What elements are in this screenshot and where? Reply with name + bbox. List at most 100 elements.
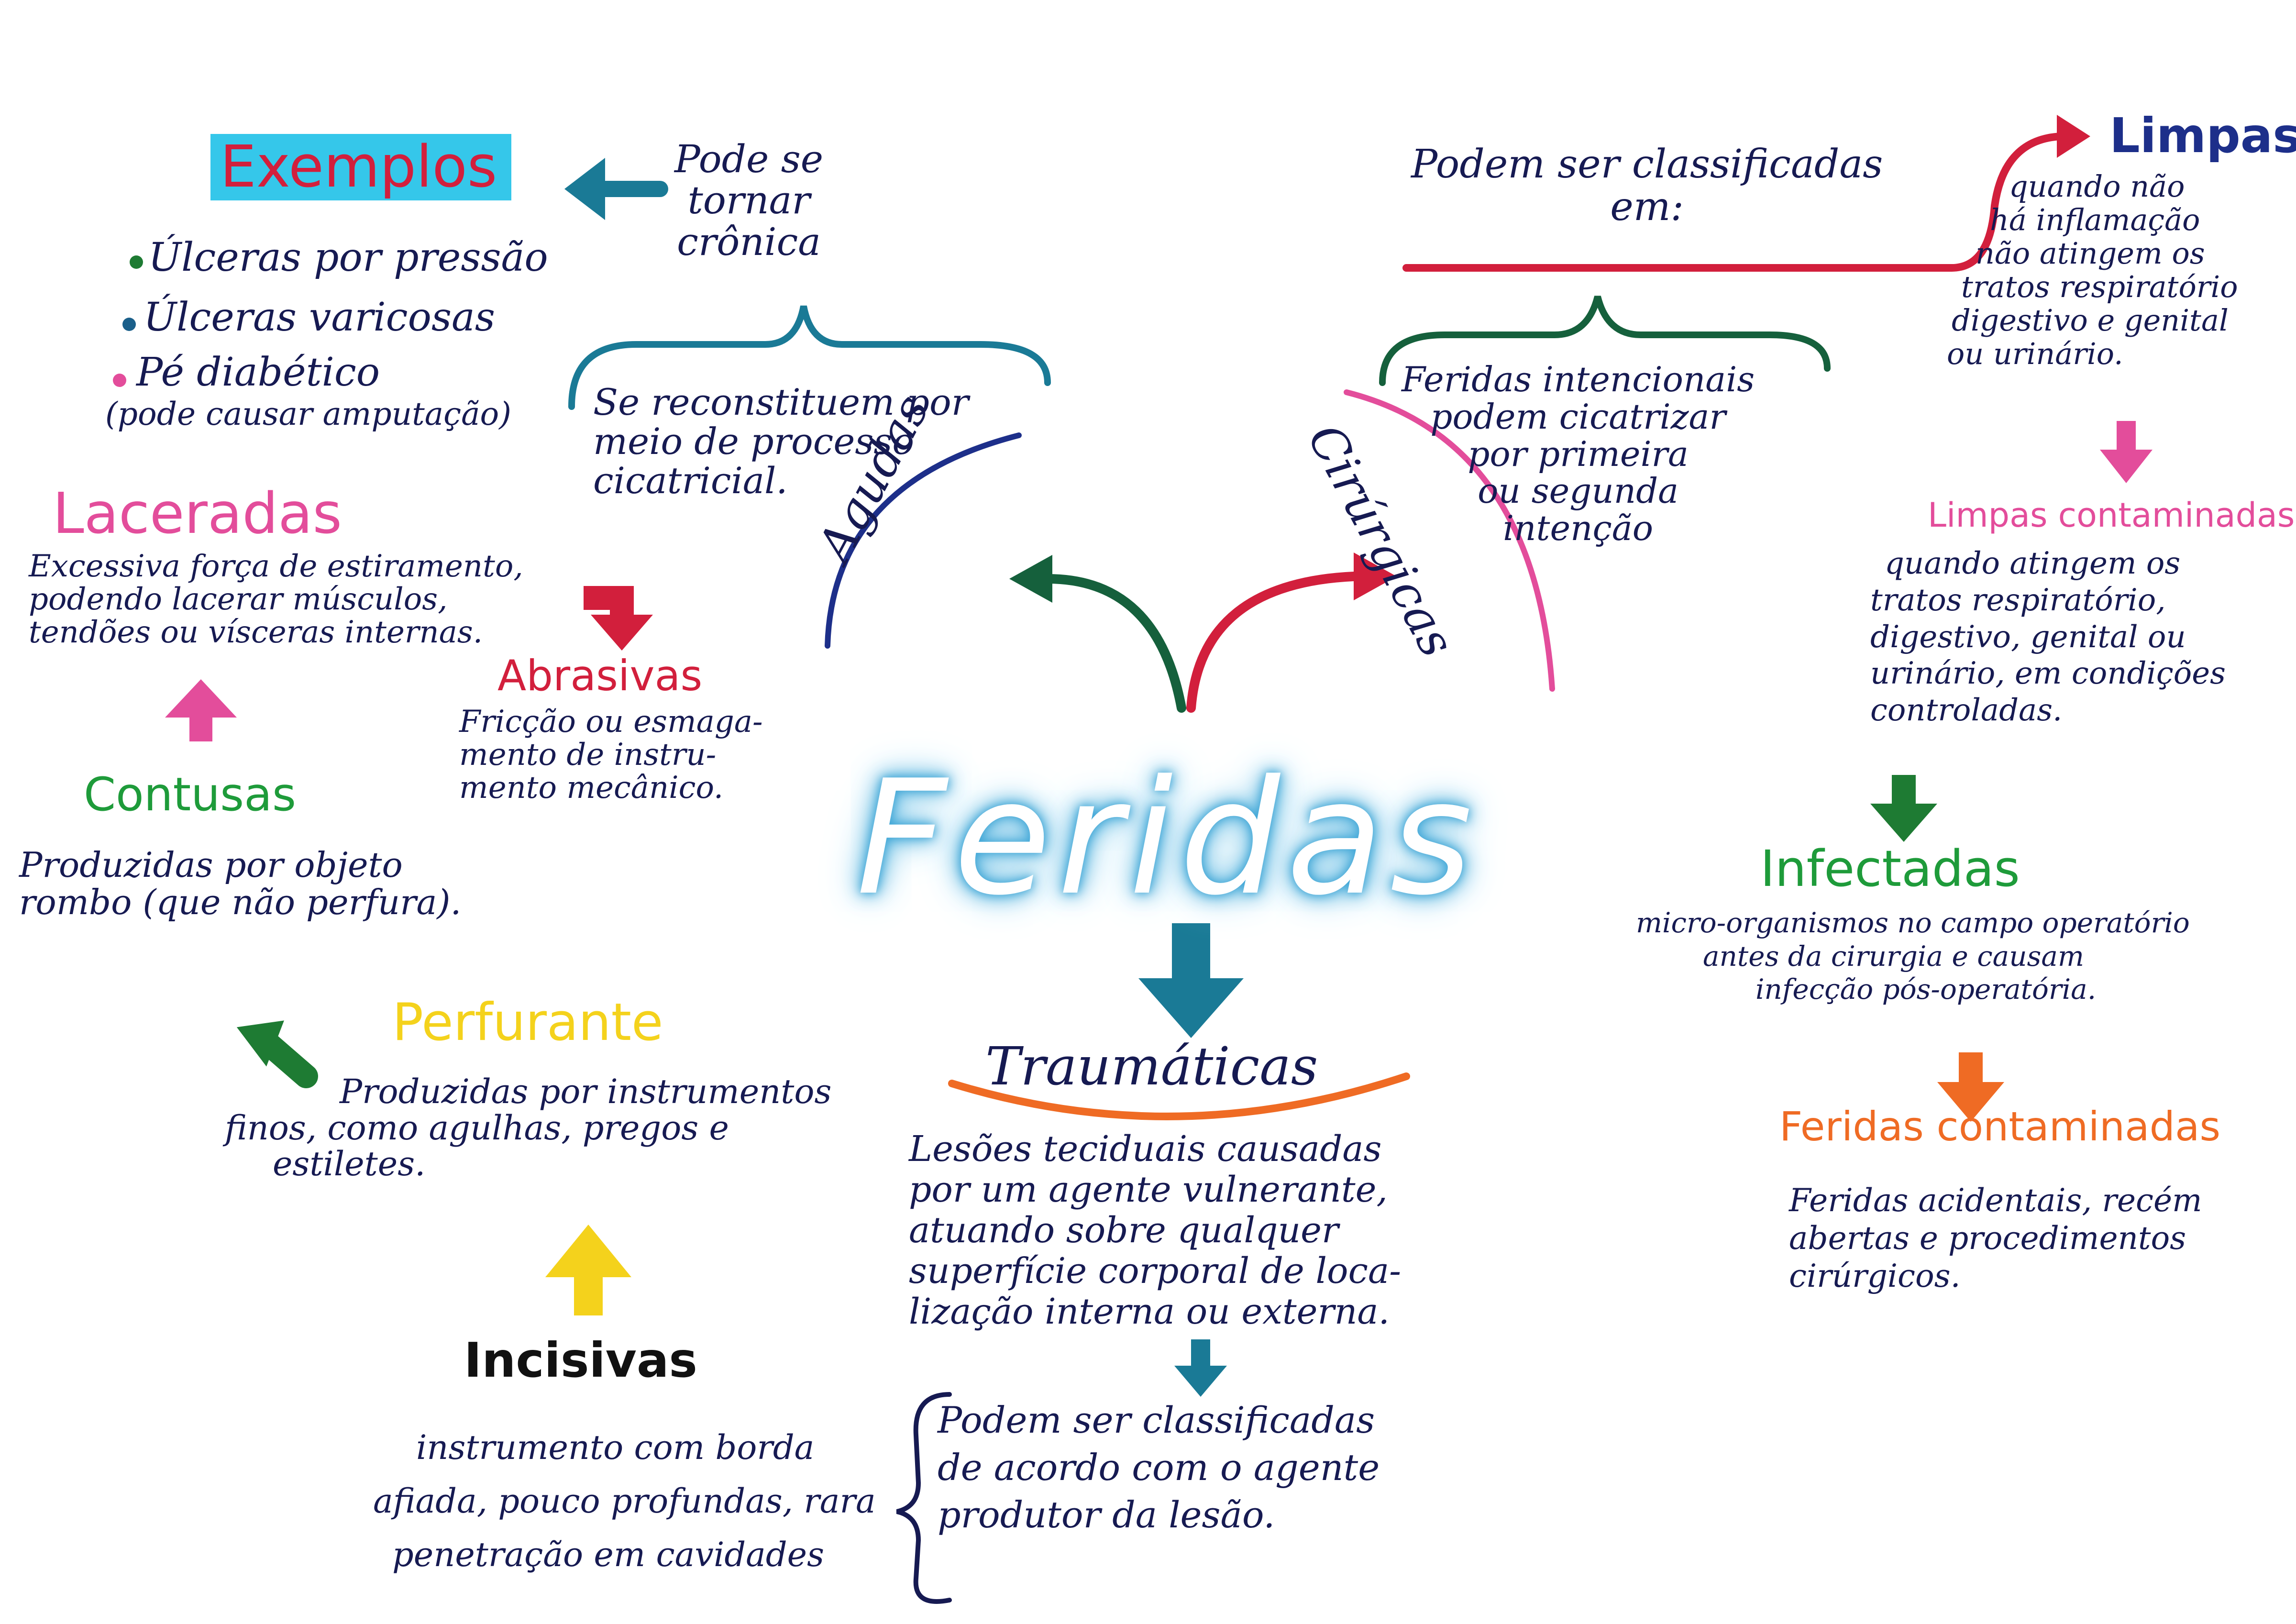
incisivas-desc-line-1: instrumento com borda xyxy=(416,1428,815,1467)
classificacao-desc-line-2: de acordo com o agente xyxy=(938,1446,1380,1489)
cirurgicas-brace xyxy=(1379,296,1831,386)
abrasivas-description: Fricção ou esmaga- mento de instru- ment… xyxy=(459,704,763,806)
arrow-to-exemplos xyxy=(564,158,668,220)
arrow-to-abrasivas xyxy=(584,586,653,651)
abrasivas-desc-line-2: mento de instru- xyxy=(459,737,717,773)
traumaticas-title: Traumáticas xyxy=(985,1036,1318,1097)
traumaticas-description: Lesões teciduais causadas por um agente … xyxy=(909,1128,1402,1333)
arrow-to-infectadas xyxy=(1870,775,1937,842)
abrasivas-title: Abrasivas xyxy=(497,651,703,700)
abrasivas-desc-line-1: Fricção ou esmaga- xyxy=(459,704,763,740)
cronica-note: Pode se tornar crônica xyxy=(674,137,824,264)
branch-arrow-agudas xyxy=(1009,555,1186,713)
limpas-desc-line-4: tratos respiratório xyxy=(1961,269,2238,305)
arrow-to-limpas xyxy=(1402,115,2090,272)
arrow-to-traumaticas xyxy=(1138,923,1244,1038)
cronica-line-3: crônica xyxy=(677,219,821,264)
classificacao-note: Podem ser classificadas em: xyxy=(1411,142,1883,230)
perfurante-description: Produzidas por instrumentos finos, como … xyxy=(225,1073,831,1184)
perfurante-title: Perfurante xyxy=(392,993,663,1052)
contaminadas-desc-line-2: abertas e procedimentos xyxy=(1789,1220,2186,1257)
limpas-contaminadas-desc-line-5: controladas. xyxy=(1870,693,2063,729)
agudas-brace xyxy=(568,305,1051,410)
infectadas-title: Infectadas xyxy=(1760,840,2020,898)
agudas-desc-line-3: cicatricial. xyxy=(593,459,788,502)
infectadas-description: micro-organismos no campo operatório ant… xyxy=(1636,906,2190,1006)
limpas-title: Limpas xyxy=(2109,108,2296,164)
agudas-description: Se reconstituem por meio de processo cic… xyxy=(593,382,969,502)
incisivas-desc-line-3: penetração em cavidades xyxy=(392,1535,825,1574)
limpas-desc-line-1: quando não xyxy=(2009,169,2185,204)
limpas-desc-line-3: não atingem os xyxy=(1976,236,2205,271)
traumaticas-desc-line-1: Lesões teciduais causadas xyxy=(909,1128,1382,1170)
agudas-curve xyxy=(825,432,1022,649)
perfurante-desc-line-3: estiletes. xyxy=(273,1144,426,1184)
laceradas-description: Excessiva força de estiramento, podendo … xyxy=(29,550,523,649)
traumaticas-desc-line-3: atuando sobre qualquer xyxy=(909,1210,1339,1251)
laceradas-desc-line-1: Excessiva força de estiramento, xyxy=(29,549,523,584)
limpas-contaminadas-desc-line-2: tratos respiratório, xyxy=(1870,582,2166,618)
exemplos-title-text: Exemplos xyxy=(210,134,512,200)
contaminadas-desc-line-3: cirúrgicos. xyxy=(1789,1258,1961,1295)
traumaticas-desc-line-4: superfície corporal de loca- xyxy=(909,1250,1402,1292)
limpas-desc-line-5: digestivo e genital xyxy=(1952,303,2229,338)
incisivas-desc-line-2: afiada, pouco profundas, rara xyxy=(373,1481,876,1521)
cirurgicas-desc-line-4: ou segunda xyxy=(1478,471,1679,511)
limpas-contaminadas-desc-line-1: quando atingem os xyxy=(1885,546,2181,581)
exemplos-title: Exemplos xyxy=(210,134,512,200)
contaminadas-description: Feridas acidentais, recém abertas e proc… xyxy=(1789,1182,2202,1295)
contusas-description: Produzidas por objeto rombo (que não per… xyxy=(19,845,462,922)
contusas-desc-line-2: rombo (que não perfura). xyxy=(19,882,462,922)
branch-arrow-cirurgicas xyxy=(1186,552,1397,713)
classificacao-note-line-2: em: xyxy=(1610,184,1684,230)
limpas-desc-line-2: há inflamação xyxy=(1990,202,2200,238)
limpas-contaminadas-title: Limpas contaminadas xyxy=(1928,496,2295,535)
central-title: Feridas xyxy=(856,746,1479,930)
infectadas-desc-line-3: infecção pós-operatória. xyxy=(1755,973,2097,1006)
classificacao-desc-line-1: Podem ser classificadas xyxy=(938,1399,1375,1441)
traumaticas-desc-line-5: lização interna ou externa. xyxy=(909,1291,1390,1333)
incisivas-title: Incisivas xyxy=(464,1332,697,1388)
laceradas-desc-line-2: podendo lacerar músculos, xyxy=(29,582,448,618)
cronica-line-1: Pode se xyxy=(674,137,824,181)
infectadas-desc-line-2: antes da cirurgia e causam xyxy=(1703,939,2084,972)
contusas-title: Contusas xyxy=(84,768,296,821)
cirurgicas-desc-line-3: por primeira xyxy=(1468,433,1689,474)
agudas-desc-line-2: meio de processo xyxy=(593,420,915,463)
infectadas-desc-line-1: micro-organismos no campo operatório xyxy=(1636,906,2190,939)
bullet-dot-3 xyxy=(113,374,126,387)
arrow-limpas-to-limpas-contaminadas xyxy=(2100,421,2152,483)
cronica-line-2: tornar xyxy=(687,178,810,223)
laceradas-desc-line-3: tendões ou vísceras internas. xyxy=(29,615,483,651)
contaminadas-desc-line-1: Feridas acidentais, recém xyxy=(1789,1182,2202,1219)
arrow-to-classificacao xyxy=(1174,1339,1227,1397)
abrasivas-desc-line-3: mento mecânico. xyxy=(459,770,724,806)
laceradas-title: Laceradas xyxy=(53,480,342,546)
classificacao-desc-line-3: produtor da lesão. xyxy=(938,1493,1275,1536)
arrow-perfurante-to-contusas xyxy=(236,1020,318,1088)
perfurante-desc-line-2: finos, como agulhas, pregos e xyxy=(225,1108,729,1148)
cirurgicas-desc-line-1: Feridas intencionais xyxy=(1402,359,1755,399)
arrow-incisivas-to-perfurante xyxy=(545,1225,631,1315)
example-note: (pode causar amputação) xyxy=(105,396,511,432)
limpas-desc-line-6: ou urinário. xyxy=(1947,336,2123,372)
arrow-to-contaminadas xyxy=(1937,1052,2004,1122)
bullet-dot-2 xyxy=(122,318,136,331)
limpas-contaminadas-desc-line-3: digestivo, genital ou xyxy=(1870,619,2186,655)
limpas-contaminadas-description: quando atingem os tratos respiratório, d… xyxy=(1870,545,2226,729)
classificacao-note-line-1: Podem ser classificadas xyxy=(1411,142,1883,187)
cirurgicas-curve xyxy=(1344,389,1555,692)
contusas-desc-line-1: Produzidas por objeto xyxy=(19,845,403,885)
incisivas-description: instrumento com borda afiada, pouco prof… xyxy=(373,1421,876,1581)
example-item-1: Úlceras por pressão xyxy=(148,235,548,280)
classificacao-brace xyxy=(896,1392,952,1604)
bullet-dot-1 xyxy=(130,255,143,269)
example-item-2: Úlceras varicosas xyxy=(144,295,495,340)
limpas-description: quando não há inflamação não atingem os … xyxy=(1947,169,2238,372)
cirurgicas-description: Feridas intencionais podem cicatrizar po… xyxy=(1402,361,1755,547)
cirurgicas-desc-line-5: intenção xyxy=(1503,508,1654,548)
example-item-3: Pé diabético xyxy=(136,350,380,395)
limpas-contaminadas-desc-line-4: urinário, em condições xyxy=(1870,656,2226,692)
cirurgicas-desc-line-2: podem cicatrizar xyxy=(1430,396,1726,437)
